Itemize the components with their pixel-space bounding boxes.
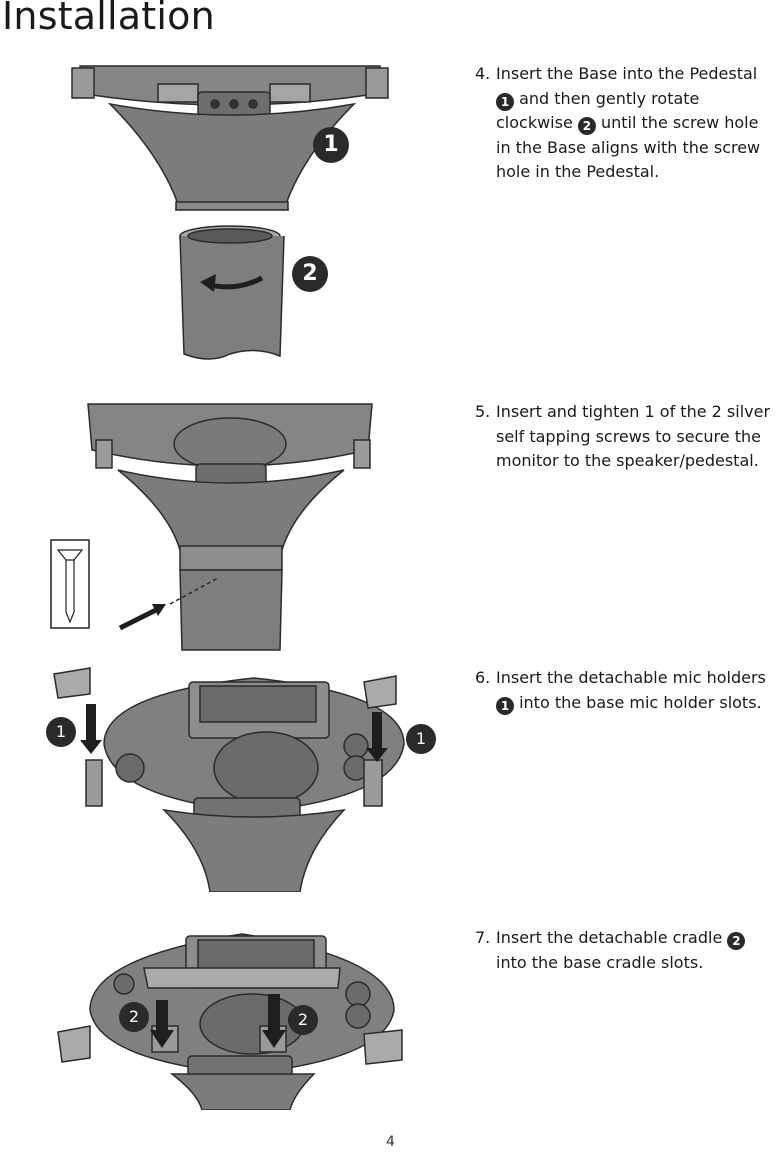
page-number: 4: [386, 1134, 395, 1150]
step-number: 7.: [475, 928, 491, 947]
callout-2-left-figure-4: 2: [119, 1002, 149, 1032]
figure-cradle: [57, 933, 403, 1110]
callout-1-right-figure-3: 1: [406, 724, 436, 754]
step-number: 5.: [475, 402, 491, 421]
callout-badge: 2: [577, 117, 596, 135]
step-7-text: 7. Insert the detachable cradle 2 into t…: [475, 926, 775, 975]
step-5-text: 5. Insert and tighten 1 of the 2 silver …: [475, 402, 771, 470]
step-number: 6.: [475, 668, 491, 687]
callout-1-figure-1: 1: [313, 127, 349, 163]
callout-badge: 1: [496, 696, 514, 715]
step-6-text: 6. Insert the detachable mic holders 1 i…: [475, 668, 766, 715]
callout-2-figure-1: 2: [292, 256, 328, 292]
step-4-text: 4. Insert the Base into the Pedestal 1 a…: [475, 64, 761, 181]
callout-1-left-figure-3: 1: [46, 717, 76, 747]
callout-badge: 1: [496, 92, 514, 111]
step-number: 4.: [475, 64, 491, 83]
callout-badge: 2: [727, 932, 746, 950]
page-title: Installation: [2, 0, 215, 38]
figure-mic-holders: [53, 667, 405, 892]
figure-base-into-pedestal: [71, 65, 389, 360]
figure-screw-securing: [50, 403, 373, 651]
callout-2-right-figure-4: 2: [288, 1005, 318, 1035]
